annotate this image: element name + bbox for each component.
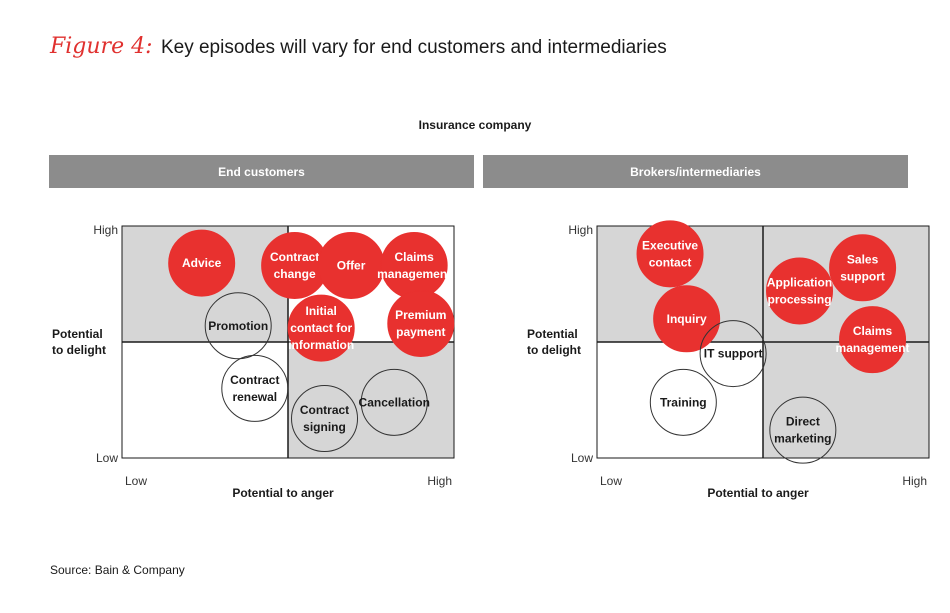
x-tick-low: Low <box>125 474 147 488</box>
x-tick-high: High <box>427 474 452 488</box>
bubble-outline-contract-renewal <box>221 354 289 422</box>
bubble-label: Training <box>660 395 707 409</box>
bubble-label: Cancellation <box>359 395 430 409</box>
bubble-red-executive-contact <box>636 220 704 288</box>
figure-label: Figure 4: <box>50 34 153 59</box>
y-tick-low: Low <box>571 451 593 465</box>
x-axis-label: Potential to anger <box>707 486 809 500</box>
bubble-inquiry: Inquiry <box>653 285 721 353</box>
bubble-red-application-processing <box>766 257 834 325</box>
bubble-red-claims-management <box>839 306 907 374</box>
bubble-outline-it-support <box>699 320 767 388</box>
x-axis-label: Potential to anger <box>232 486 334 500</box>
bubble-outline-direct-marketing <box>769 396 837 464</box>
y-tick-high: High <box>93 223 118 237</box>
bubble-label: Advice <box>182 256 222 270</box>
bubble-label: IT support <box>704 347 763 361</box>
source-note: Source: Bain & Company <box>50 563 185 577</box>
bubble-red-inquiry <box>653 285 721 353</box>
figure-title-text: Key episodes will vary for end customers… <box>160 37 667 58</box>
x-tick-low: Low <box>600 474 622 488</box>
bubble-red-initial-contact-for-information <box>287 294 355 362</box>
bubble-outline-training <box>649 368 717 436</box>
y-tick-high: High <box>568 223 593 237</box>
bubble-training: Training <box>649 368 717 436</box>
panel-header-brokers: Brokers/intermediaries <box>483 155 908 188</box>
bubble-label: Offer <box>337 258 366 272</box>
y-tick-low: Low <box>96 451 118 465</box>
top-label: Insurance company <box>418 118 532 132</box>
quadrant-bottom-right <box>763 342 929 458</box>
bubble-cancellation: Cancellation <box>359 368 430 436</box>
bubble-outline-promotion <box>204 292 272 360</box>
bubble-outline-cancellation <box>360 368 428 436</box>
bubble-it-support: IT support <box>699 320 767 388</box>
bubble-red-premium-payment <box>387 289 455 357</box>
bubble-label: Promotion <box>208 319 268 333</box>
bubble-red-sales-support <box>829 234 897 302</box>
x-tick-high: High <box>902 474 927 488</box>
bubble-outline-contract-signing <box>291 385 359 453</box>
panel-header-end-customers: End customers <box>49 155 474 188</box>
quadrant-bottom-right <box>288 342 454 458</box>
bubble-promotion: Promotion <box>204 292 272 360</box>
bubble-offer: Offer <box>317 231 385 299</box>
bubble-label: Inquiry <box>667 312 707 326</box>
bubble-red-advice <box>168 229 236 297</box>
bubble-advice: Advice <box>168 229 236 297</box>
bubble-red-claims-management <box>380 231 448 299</box>
figure-title: Figure 4: Key episodes will vary for end… <box>50 34 667 59</box>
